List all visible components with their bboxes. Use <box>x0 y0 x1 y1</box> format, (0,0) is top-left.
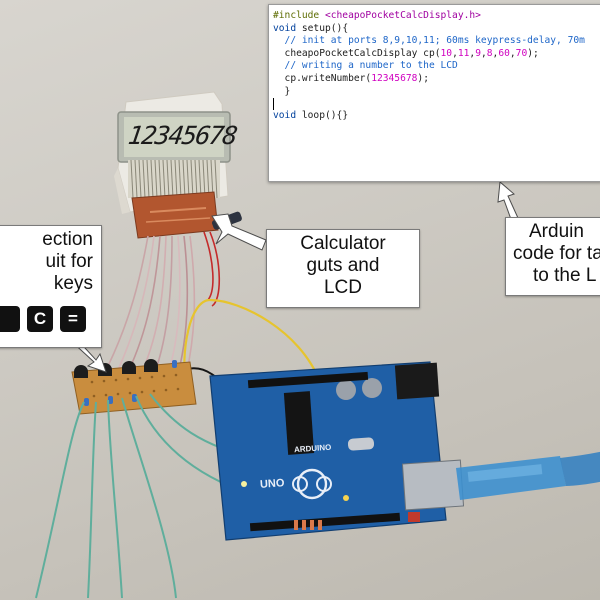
arrow-calc <box>211 213 267 251</box>
key-c: C <box>27 306 53 332</box>
pcb-wires <box>107 231 221 377</box>
key-partial <box>0 306 20 332</box>
code-token: #include <box>273 10 325 21</box>
calculator-label-line1: Calculator <box>300 233 386 254</box>
code-line: cp.writeNumber(12345678); <box>273 73 600 86</box>
code-line: cheapoPocketCalcDisplay cp(10,11,9,8,60,… <box>273 48 600 61</box>
code-line <box>273 98 600 111</box>
header-pins <box>294 520 322 530</box>
code-token: loop(){} <box>296 110 349 122</box>
code-token: , <box>480 47 487 59</box>
code-listing: #include <cheapoPocketCalcDisplay.h>void… <box>269 5 600 123</box>
code-line: #include <cheapoPocketCalcDisplay.h> <box>273 10 600 23</box>
calculator-label: Calculator guts and LCD <box>266 229 420 308</box>
code-token: cheapoPocketCalcDisplay cp( <box>273 47 441 59</box>
connection-label-line3: keys <box>53 273 93 294</box>
yellow-wire <box>183 298 322 393</box>
code-token: } <box>273 85 291 97</box>
code-token: ); <box>417 72 429 84</box>
code-line: // writing a number to the LCD <box>273 60 600 73</box>
lcd-digits: 12345678 <box>126 121 239 150</box>
arduino-label-line1: Arduin <box>529 221 584 242</box>
code-token: , <box>469 47 476 59</box>
code-token: void <box>273 22 297 34</box>
usb-cable <box>456 451 600 500</box>
code-token: , <box>492 47 499 59</box>
code-token: 60 <box>498 47 510 59</box>
connection-label-line2: uit for <box>45 251 93 272</box>
code-token: // writing a number to the LCD <box>273 60 458 72</box>
key-icons: C = <box>0 306 86 332</box>
code-token: 70 <box>515 47 528 59</box>
arduino-label: Arduin code for ta to the L <box>505 217 600 296</box>
board-model: UNO <box>259 477 285 491</box>
calculator-label-line3: LCD <box>323 277 362 298</box>
text-caret <box>273 98 274 111</box>
code-token: 10 <box>440 47 453 59</box>
code-token: void <box>273 110 297 122</box>
code-token: cp.writeNumber( <box>273 72 372 84</box>
code-token: 8 <box>486 47 493 59</box>
code-token: ); <box>527 47 539 59</box>
arduino-board <box>209 361 465 541</box>
key-equals: = <box>60 306 86 332</box>
code-token: 12345678 <box>371 72 418 84</box>
code-token: 11 <box>457 47 470 59</box>
green-wires <box>35 393 271 599</box>
paper-edge <box>114 168 130 214</box>
code-line: void setup(){ <box>273 23 600 36</box>
code-line: // init at ports 8,9,10,11; 60ms keypres… <box>273 35 600 48</box>
code-panel: #include <cheapoPocketCalcDisplay.h>void… <box>268 4 600 182</box>
code-token: 9 <box>475 47 481 59</box>
code-token: , <box>452 47 458 59</box>
code-line: } <box>273 86 600 99</box>
code-line: void loop(){} <box>273 110 600 123</box>
flex-cable <box>128 159 220 199</box>
arduino-label-line3: to the L <box>533 265 597 286</box>
arrow-code <box>497 180 519 223</box>
code-token: // init at ports 8,9,10,11; 60ms keypres… <box>273 35 585 47</box>
connection-label-line1: ection <box>42 229 93 250</box>
code-token: , <box>509 47 516 59</box>
calc-pcb <box>131 191 219 239</box>
lcd-glass <box>124 117 224 157</box>
code-token: <cheapoPocketCalcDisplay.h> <box>324 10 481 21</box>
code-token: setup(){ <box>296 22 349 34</box>
arduino-label-line2: code for ta <box>513 243 600 264</box>
calculator-label-line2: guts and <box>306 255 380 276</box>
